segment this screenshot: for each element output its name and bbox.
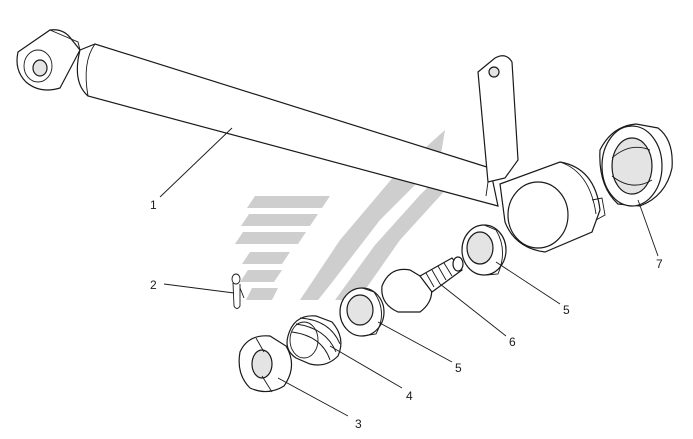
leader-lines xyxy=(159,127,659,417)
callout-2: 2 xyxy=(150,278,157,292)
part-3-cap xyxy=(238,335,293,393)
callout-4: 4 xyxy=(406,389,413,403)
callout-7: 7 xyxy=(656,257,663,271)
leader-2 xyxy=(163,283,235,294)
callout-5-upper: 5 xyxy=(563,303,570,317)
part-7-ring xyxy=(599,123,673,207)
leader-5-lower xyxy=(377,321,453,363)
leader-5-upper xyxy=(495,261,561,305)
leader-1 xyxy=(159,127,233,198)
callout-1: 1 xyxy=(150,198,157,212)
part-6-ball-pin xyxy=(381,256,464,313)
leader-4 xyxy=(329,345,403,389)
part-4-spring xyxy=(286,315,342,366)
part-5-washer-upper xyxy=(461,224,507,276)
part-1-tube xyxy=(16,29,606,253)
leader-3 xyxy=(277,377,349,417)
leader-7 xyxy=(637,199,659,257)
callout-5-lower: 5 xyxy=(455,361,462,375)
callout-labels: 1 2 3 4 5 5 6 7 xyxy=(150,198,663,431)
callout-3: 3 xyxy=(355,417,362,431)
leader-6 xyxy=(439,283,507,337)
callout-6: 6 xyxy=(509,335,516,349)
part-5-washer-lower xyxy=(339,287,385,337)
part-2-cotter-pin xyxy=(231,273,245,309)
